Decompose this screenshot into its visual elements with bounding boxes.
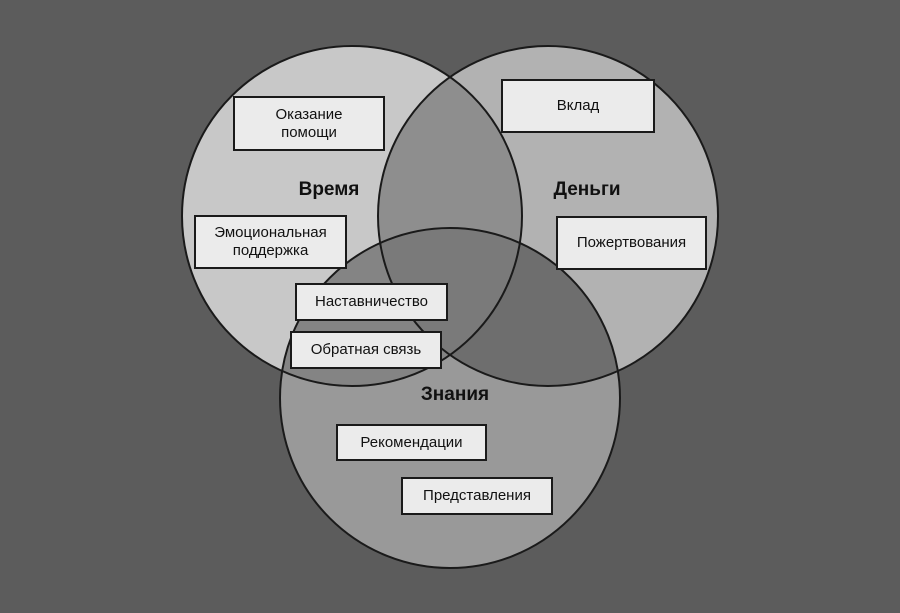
emotional-support-text: Эмоциональная поддержка (214, 224, 327, 259)
help-label: Оказание помощи (233, 96, 385, 151)
feedback-label: Обратная связь (290, 331, 442, 369)
recommendations-label: Рекомендации (336, 424, 487, 461)
presentations-text: Представления (423, 487, 531, 504)
mentoring-label: Наставничество (295, 283, 448, 321)
money-title: Деньги (553, 179, 621, 200)
emotional-support-label: Эмоциональная поддержка (194, 215, 347, 269)
money-knowledge-overlap (378, 228, 620, 386)
presentations-label: Представления (401, 477, 553, 515)
time-title: Время (298, 179, 360, 200)
donations-text: Пожертвования (576, 234, 687, 251)
knowledge-title: Знания (420, 384, 490, 405)
contribution-text: Вклад (556, 97, 600, 114)
contribution-label: Вклад (501, 79, 655, 133)
feedback-text: Обратная связь (310, 341, 422, 358)
help-text: Оказание помощи (275, 105, 343, 141)
mentoring-text: Наставничество (314, 293, 429, 310)
recommendations-text: Рекомендации (360, 433, 463, 451)
donations-label: Пожертвования (556, 216, 707, 270)
